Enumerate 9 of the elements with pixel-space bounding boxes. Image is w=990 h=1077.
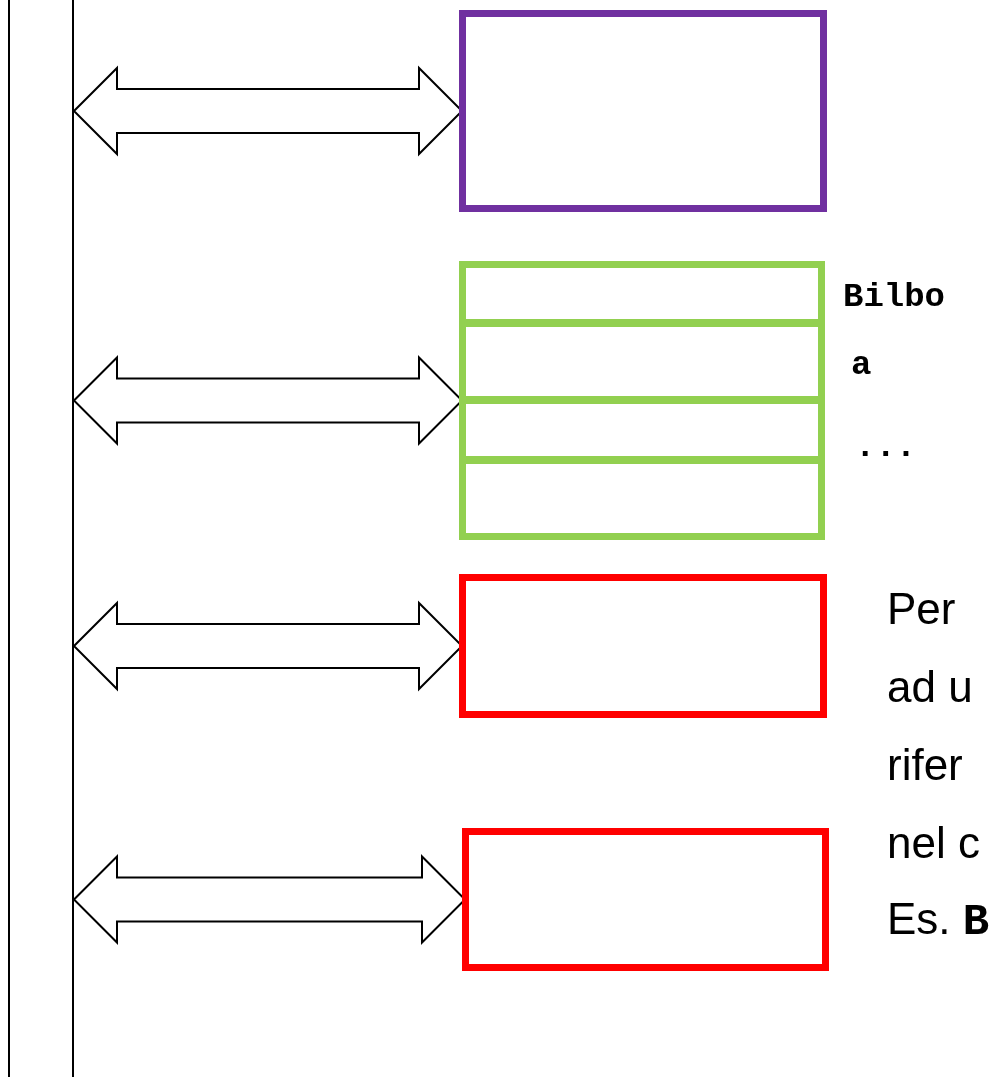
variable-value: ... [855,427,917,467]
note-text: Per ad u rifer nel c [887,583,981,869]
bus-line [72,0,74,1077]
example-text: Es. B [887,893,987,949]
variable-value: Bilbo [843,277,946,317]
memory-box [459,574,827,718]
variable-value: a [851,345,872,385]
memory-box [459,10,827,212]
memory-box [462,828,829,971]
